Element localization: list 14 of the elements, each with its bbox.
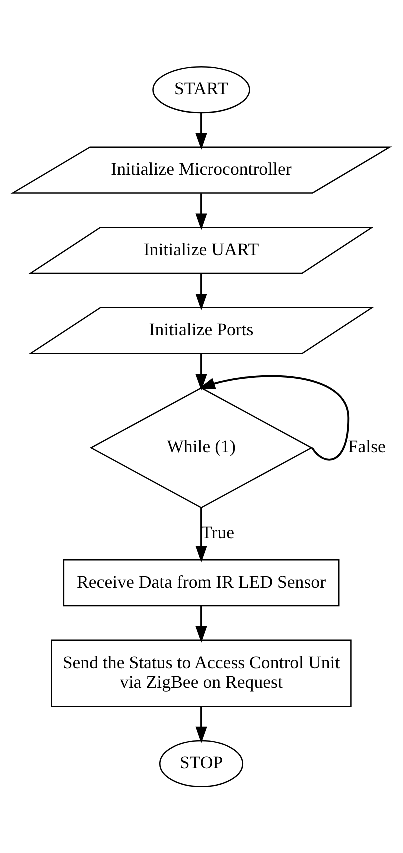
edge-label: False — [348, 436, 386, 456]
node-box: Send the Status to Access Control Unit via ZigBee on Request — [51, 639, 352, 707]
node-diamond: While (1) — [90, 386, 314, 508]
arrow — [196, 508, 208, 562]
node-ellipse: STOP — [159, 740, 244, 788]
arrow — [196, 354, 208, 390]
node-box: Receive Data from IR LED Sensor — [63, 559, 340, 606]
arrow — [198, 374, 350, 460]
arrow — [196, 706, 208, 744]
node-ellipse: START — [152, 66, 250, 114]
arrow — [196, 193, 208, 230]
arrow — [196, 606, 208, 643]
arrow — [196, 273, 208, 310]
arrow — [196, 112, 208, 150]
